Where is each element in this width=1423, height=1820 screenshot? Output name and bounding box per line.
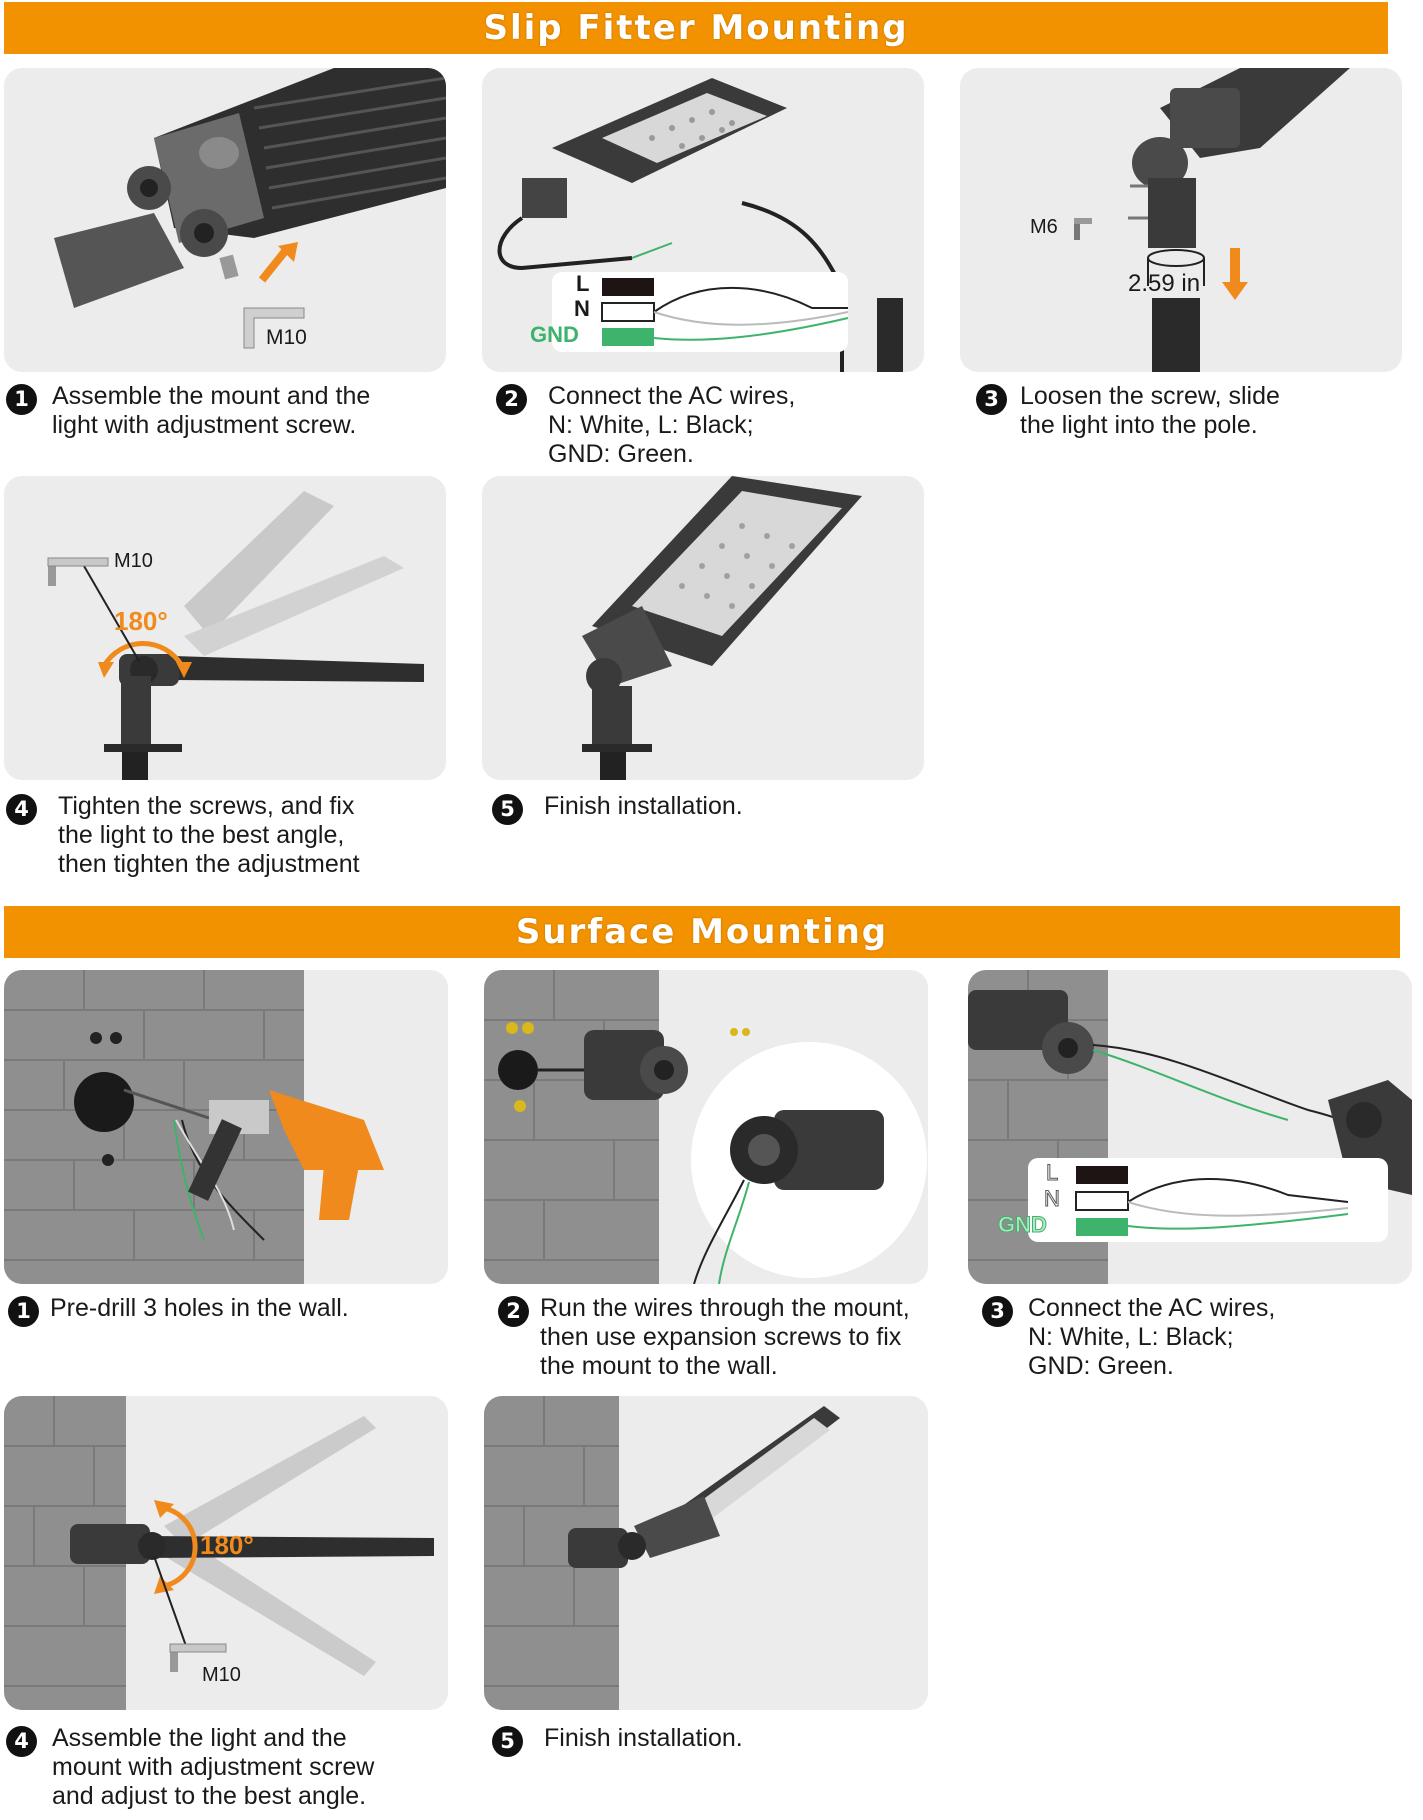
- surface-wire-gnd-label: GND: [998, 1212, 1048, 1238]
- surface-mounting-title: Surface Mounting: [515, 912, 889, 952]
- step-number-badge: 5: [492, 794, 523, 825]
- angle-adjust-illustration: [47, 491, 424, 780]
- wire-gnd-label: GND: [530, 322, 579, 347]
- surface-angle-180-label: 180°: [200, 1530, 254, 1560]
- step-text: Finish installation.: [544, 1724, 743, 1752]
- pole-slide-illustration: [1074, 68, 1350, 372]
- slip-step1-image: M10: [4, 68, 446, 372]
- surface-step3-image: L N GND: [968, 970, 1412, 1284]
- step-text: Connect the AC wires, N: White, L: Black…: [548, 382, 796, 468]
- step-number-badge: 4: [6, 1726, 37, 1757]
- pole-diameter-label: 2.59 in: [1128, 270, 1201, 297]
- drill-wall-illustration: [4, 970, 448, 1284]
- step-text: Tighten the screws, and fix the light to…: [58, 792, 360, 878]
- slip-fitter-banner: Slip Fitter Mounting: [4, 2, 1388, 54]
- surface-step5-image: [484, 1396, 928, 1710]
- surface-wiring-illustration: [968, 970, 1412, 1284]
- wire-l-label: L: [576, 271, 590, 296]
- slip-step5-image: [482, 476, 924, 780]
- surface-step4-image: 180° M10: [4, 1396, 448, 1710]
- mount-assembly-illustration: [54, 68, 446, 349]
- step-number-badge: 1: [8, 1296, 39, 1327]
- slip-step2-image: L N GND: [482, 68, 924, 372]
- wiring-illustration: [497, 78, 903, 372]
- step-text: Connect the AC wires, N: White, L: Black…: [1028, 1294, 1276, 1380]
- surface-step2-image: [484, 970, 928, 1284]
- step-number-badge: 3: [976, 384, 1007, 415]
- surface-m10-label: M10: [202, 1664, 241, 1686]
- step-number-badge: 3: [982, 1296, 1013, 1327]
- slip-step3-image: M6 2.59 in: [960, 68, 1402, 372]
- slip-step4-image: M10 180°: [4, 476, 446, 780]
- surface-finished-illustration: [484, 1396, 928, 1710]
- step-text: Assemble the mount and the light with ad…: [52, 382, 371, 439]
- step-text: Pre-drill 3 holes in the wall.: [50, 1294, 349, 1322]
- step-number-badge: 2: [498, 1296, 529, 1327]
- step-number-badge: 1: [6, 384, 37, 415]
- slip-fitter-title: Slip Fitter Mounting: [483, 8, 909, 48]
- step-text: Run the wires through the mount, then us…: [540, 1294, 910, 1380]
- step-number-badge: 2: [496, 384, 527, 415]
- step-text: Assemble the light and the mount with ad…: [52, 1724, 375, 1810]
- step-text: Loosen the screw, slide the light into t…: [1020, 382, 1280, 439]
- m10-label: M10: [266, 326, 307, 349]
- surface-angle-adjust-illustration: [4, 1396, 448, 1710]
- step-number-badge: 5: [492, 1726, 523, 1757]
- mount-to-wall-illustration: [484, 970, 928, 1284]
- m10-label-2: M10: [114, 550, 153, 572]
- angle-180-label: 180°: [114, 606, 168, 636]
- surface-step1-image: [4, 970, 448, 1284]
- surface-wire-l-label: L: [1045, 1160, 1059, 1186]
- m6-label: M6: [1030, 216, 1058, 238]
- surface-wire-n-label: N: [1044, 1186, 1061, 1212]
- finished-fixture-illustration: [582, 476, 862, 780]
- step-text: Finish installation.: [544, 792, 743, 820]
- wire-n-label: N: [574, 296, 590, 321]
- surface-mounting-banner: Surface Mounting: [4, 906, 1400, 958]
- step-number-badge: 4: [6, 794, 37, 825]
